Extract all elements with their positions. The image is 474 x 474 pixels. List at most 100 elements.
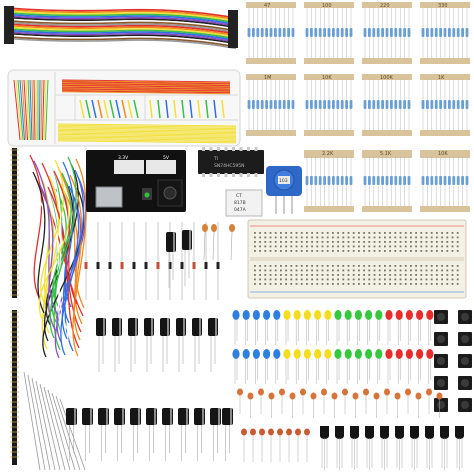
led	[283, 310, 291, 320]
jumper-wire-lead	[51, 392, 76, 471]
resistor-value-label: 1K	[438, 75, 445, 81]
box-wire	[43, 79, 47, 141]
breadboard-hole	[269, 236, 272, 239]
breadboard-hole	[321, 274, 324, 276]
box-wire	[97, 99, 103, 119]
led	[242, 310, 250, 320]
resistor-body	[421, 176, 425, 185]
diode-body	[144, 262, 148, 269]
box-wire	[57, 133, 237, 137]
breadboard-hole	[373, 241, 376, 243]
breadboard-hole	[274, 278, 277, 281]
breadboard-hole	[404, 245, 407, 248]
breadboard-hole	[425, 241, 428, 243]
box-wire	[57, 124, 237, 128]
resistor-body	[287, 28, 290, 37]
resistor-body	[349, 28, 353, 37]
ribbon-wire	[7, 8, 237, 21]
breadboard-hole	[394, 278, 397, 281]
breadboard-hole	[456, 274, 459, 276]
ribbon-wire	[7, 7, 237, 19]
breadboard-hole	[378, 245, 381, 248]
diode-body	[84, 262, 88, 269]
resistor-body	[247, 100, 251, 109]
breadboard-hole	[456, 245, 459, 248]
transistor	[335, 426, 344, 440]
breadboard-hole	[384, 245, 386, 248]
breadboard-hole	[451, 245, 454, 248]
breadboard-hole	[415, 245, 417, 248]
breadboard-hole	[259, 283, 261, 285]
capacitor-stripe	[119, 318, 121, 336]
breadboard-hole	[290, 232, 293, 234]
breadboard-hole	[436, 269, 438, 272]
breadboard-hole	[259, 236, 261, 239]
breadboard-hole	[274, 274, 277, 276]
breadboard-hole	[415, 236, 417, 239]
box-wire	[115, 99, 121, 119]
resistor-body	[452, 176, 456, 185]
ceramic-capacitor	[415, 392, 422, 400]
breadboard-hole	[316, 269, 319, 272]
resistor-body	[407, 176, 411, 185]
breadboard-hole	[300, 278, 303, 281]
breadboard-hole	[347, 274, 350, 276]
transistor	[395, 426, 404, 440]
breadboard-hole	[316, 241, 319, 243]
breadboard-hole	[410, 232, 412, 234]
box-wire	[173, 99, 177, 119]
box-wire	[61, 86, 231, 90]
resistor-body	[430, 100, 434, 109]
led	[324, 349, 332, 359]
breadboard-hole	[342, 269, 345, 272]
jumper-wire-lead	[27, 374, 46, 471]
breadboard-hole	[394, 265, 397, 267]
breadboard-hole	[399, 278, 402, 281]
breadboard-hole	[368, 245, 371, 248]
breadboard-hole	[363, 278, 365, 281]
resistor-body	[363, 176, 367, 185]
breadboard-hole	[451, 274, 454, 276]
breadboard-hole	[306, 232, 308, 234]
ceramic-capacitor	[237, 388, 243, 396]
box-wire	[109, 99, 115, 119]
breadboard-hole	[446, 245, 449, 248]
resistor-body	[260, 28, 264, 37]
resistor-value-label: 10K	[438, 151, 448, 157]
ceramic-capacitors	[237, 388, 443, 462]
breadboard-hole	[420, 269, 423, 272]
breadboard-hole	[342, 232, 345, 234]
led	[273, 310, 281, 320]
breadboard-hole	[436, 245, 438, 248]
resistor-body	[398, 28, 402, 37]
tape-bottom	[420, 130, 470, 136]
led	[273, 349, 281, 359]
led	[375, 310, 383, 320]
breadboard-hole	[378, 274, 381, 276]
breadboard-hole	[430, 232, 433, 234]
breadboard-hole	[321, 278, 324, 281]
ceramic-capacitor	[250, 428, 256, 436]
ceramic-capacitor	[373, 392, 380, 400]
box-wire	[15, 79, 22, 141]
led	[385, 310, 393, 320]
breadboard-hole	[280, 265, 282, 267]
breadboard-hole	[347, 265, 350, 267]
resistor-body	[274, 100, 277, 109]
breadboard-hole	[451, 232, 454, 234]
breadboard-hole	[326, 236, 329, 239]
breadboard-hole	[363, 265, 365, 267]
breadboard-hole	[451, 278, 454, 281]
diode-body	[180, 262, 184, 269]
breadboard-hole	[420, 236, 423, 239]
breadboard-power-module: 3.3V 5V	[86, 150, 186, 212]
breadboard-hole	[456, 265, 459, 267]
capacitor-stripe	[103, 318, 105, 336]
breadboard-hole	[420, 265, 423, 267]
breadboard-hole	[384, 236, 386, 239]
box-wire	[57, 127, 237, 131]
tape-top	[246, 2, 296, 8]
breadboard-hole	[326, 241, 329, 243]
ceramic-capacitor	[268, 392, 275, 400]
breadboard-hole	[404, 278, 407, 281]
